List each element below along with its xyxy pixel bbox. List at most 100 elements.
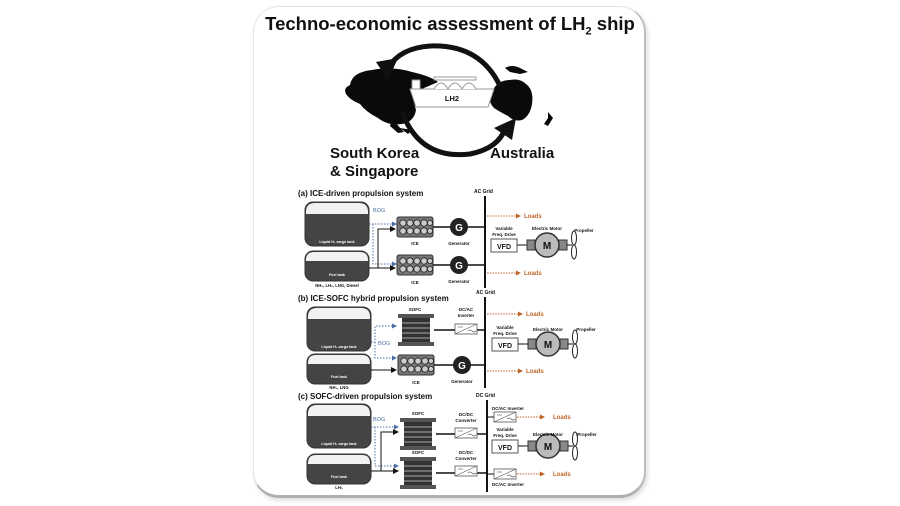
panel-c-dc-dc-converter-bottom: [454, 465, 478, 477]
panel-a-propeller: [571, 230, 577, 260]
panel-b-generator-label: Generator: [451, 379, 473, 384]
new-guinea: [505, 66, 528, 74]
panel-c-fuel-tank-label: Fuel tank: [331, 475, 347, 479]
panel-c-dcdc-bottom-caption2: Converter: [455, 456, 477, 461]
arrow-to-korea-head: [376, 58, 398, 80]
arrow-to-australia: [399, 111, 509, 158]
arrow-to-korea: [385, 43, 503, 88]
panel-a-ice-bottom: [396, 254, 434, 276]
panel-a-generator-top-symbol: G: [455, 223, 463, 234]
panel-b-motor-symbol: M: [544, 340, 552, 351]
panel-c-sofc-bottom-label: SOFC: [412, 450, 425, 455]
panel-c-dc-ac-inverter-top: [493, 411, 517, 423]
panel-b-ice-label: ICE: [412, 380, 420, 385]
panel-a-heading: (a) ICE-driven propulsion system: [298, 189, 423, 198]
panel-b-bog-line-top: [371, 323, 397, 343]
panel-a-ice-top-label: ICE: [411, 241, 419, 246]
panel-c-propeller-label: Propeller: [577, 432, 597, 437]
figure-title: Techno-economic assessment of LH2 ship: [0, 13, 900, 38]
panel-c-vfd-label: VFD: [498, 445, 512, 452]
title-subscript: 2: [585, 25, 592, 38]
ship-label: LH2: [445, 94, 459, 103]
panel-c: (c) SOFC-driven propulsion system DC Gri…: [298, 392, 597, 492]
panel-c-inverter-bottom-label: DC/AC Inverter: [492, 482, 524, 487]
panel-b-propeller-label: Propeller: [576, 327, 596, 332]
australia-landmass: [489, 79, 533, 121]
panel-a-generator-top-label: Generator: [448, 241, 470, 246]
panel-a-generator-bottom-label: Generator: [448, 279, 470, 284]
panel-c-sofc-bottom: [399, 456, 437, 490]
panel-b-inverter-caption1: DC/AC: [459, 307, 474, 312]
panel-c-fuel-types: LH₂: [335, 485, 343, 490]
panel-c-grid-label: DC Grid: [476, 393, 495, 399]
panel-a-ice-bottom-label: ICE: [411, 280, 419, 285]
title-text: Techno-economic assessment of LH: [265, 13, 586, 34]
panel-a-fuel-tank-label: Fuel tank: [329, 273, 345, 277]
panel-a-bog-line-bottom: [372, 224, 397, 267]
panel-c-dcdc-bottom-caption1: DC/DC: [459, 450, 474, 455]
panel-a-propeller-label: Propeller: [574, 228, 594, 233]
panel-c-dc-dc-converter-top: [454, 427, 478, 439]
panel-c-bog-line-bottom: [374, 427, 399, 469]
panel-a-ice-top: [396, 216, 434, 238]
panel-b-ice: [397, 354, 435, 376]
panel-c-sofc-top: [399, 417, 437, 451]
panel-a-vfd-caption2: Freq. Drive: [492, 232, 516, 237]
panel-c-cargo-tank-label: Liquid H₂ cargo tank: [321, 442, 356, 446]
panel-c-sofc-top-label: SOFC: [412, 411, 425, 416]
panel-a-bog-label: BOG: [373, 208, 385, 214]
panel-a-grid-label: AC Grid: [474, 189, 493, 195]
panel-c-loads-top: Loads: [553, 415, 571, 421]
panel-b-sofc-label: SOFC: [409, 307, 422, 312]
panel-c-fuel-tank: [306, 453, 372, 485]
panel-c-heading: (c) SOFC-driven propulsion system: [298, 392, 432, 401]
panel-c-fuel-line-top: [371, 429, 399, 472]
panel-a-loads-top: Loads: [524, 214, 542, 220]
southeast-asia-islands: [390, 118, 412, 134]
panel-c-bog-label: BOG: [373, 417, 385, 423]
panel-b-grid-label: AC Grid: [476, 290, 495, 296]
panel-b-bog-line-bottom: [374, 342, 397, 361]
origin-label-line1: South Korea: [330, 145, 420, 162]
panel-b-dc-ac-inverter: [454, 323, 478, 335]
panel-a-fuel-line-top: [369, 226, 396, 269]
panel-c-motor-symbol: M: [544, 442, 552, 453]
panel-b-propeller: [572, 329, 578, 359]
panel-b-motor-caption: Electric Motor: [533, 327, 563, 332]
panel-a-generator-bottom-symbol: G: [455, 261, 463, 272]
new-zealand: [544, 112, 553, 126]
title-suffix: ship: [591, 13, 635, 34]
panel-b-inverter-caption2: Inverter: [458, 313, 475, 318]
panel-c-vfd-caption1: Variable: [496, 427, 514, 432]
panel-b-heading: (b) ICE-SOFC hybrid propulsion system: [298, 294, 449, 303]
panel-b-fuel-tank: [306, 353, 372, 385]
panel-b-vfd-caption1: Variable: [496, 325, 514, 330]
panel-a: (a) ICE-driven propulsion system AC Grid…: [298, 189, 594, 288]
panel-c-motor-caption: Electric Motor: [533, 432, 563, 437]
panel-b-sofc-stack: [397, 313, 435, 347]
panel-c-dcdc-top-caption2: Converter: [455, 418, 477, 423]
panel-b-cargo-tank-label: Liquid H₂ cargo tank: [321, 345, 356, 349]
panel-b-fuel-tank-label: Fuel tank: [331, 375, 347, 379]
panel-c-vfd-caption2: Freq. Drive: [493, 433, 517, 438]
panel-b-generator-symbol: G: [458, 361, 466, 372]
panel-b-loads-top: Loads: [526, 312, 544, 318]
panel-c-dcdc-top-caption1: DC/DC: [459, 412, 474, 417]
arrow-to-australia-head: [494, 118, 516, 140]
panel-a-motor-symbol: M: [543, 241, 551, 252]
panel-a-vfd-label: VFD: [497, 244, 511, 251]
panel-c-dc-ac-inverter-bottom: [493, 468, 517, 480]
panel-a-motor-caption: Electric Motor: [532, 226, 562, 231]
origin-label-line2: & Singapore: [330, 163, 418, 180]
panel-c-inverter-top-label: DC/AC Inverter: [492, 406, 524, 411]
panel-b-fuel-types: NH₃, LNG: [329, 385, 348, 390]
panel-c-loads-bottom: Loads: [553, 472, 571, 478]
panel-b-vfd-label: VFD: [498, 343, 512, 350]
panel-a-cargo-tank-label: Liquid H₂ cargo tank: [319, 240, 354, 244]
panel-b: (b) ICE-SOFC hybrid propulsion system AC…: [298, 290, 596, 390]
panel-a-fuel-types: NH₃, LH₂, LNG, Diesel: [315, 283, 359, 288]
panel-b-vfd-caption2: Freq. Drive: [493, 331, 517, 336]
destination-label: Australia: [490, 145, 555, 162]
panel-a-loads-bottom: Loads: [524, 271, 542, 277]
lh2-ship: LH2: [409, 76, 495, 108]
